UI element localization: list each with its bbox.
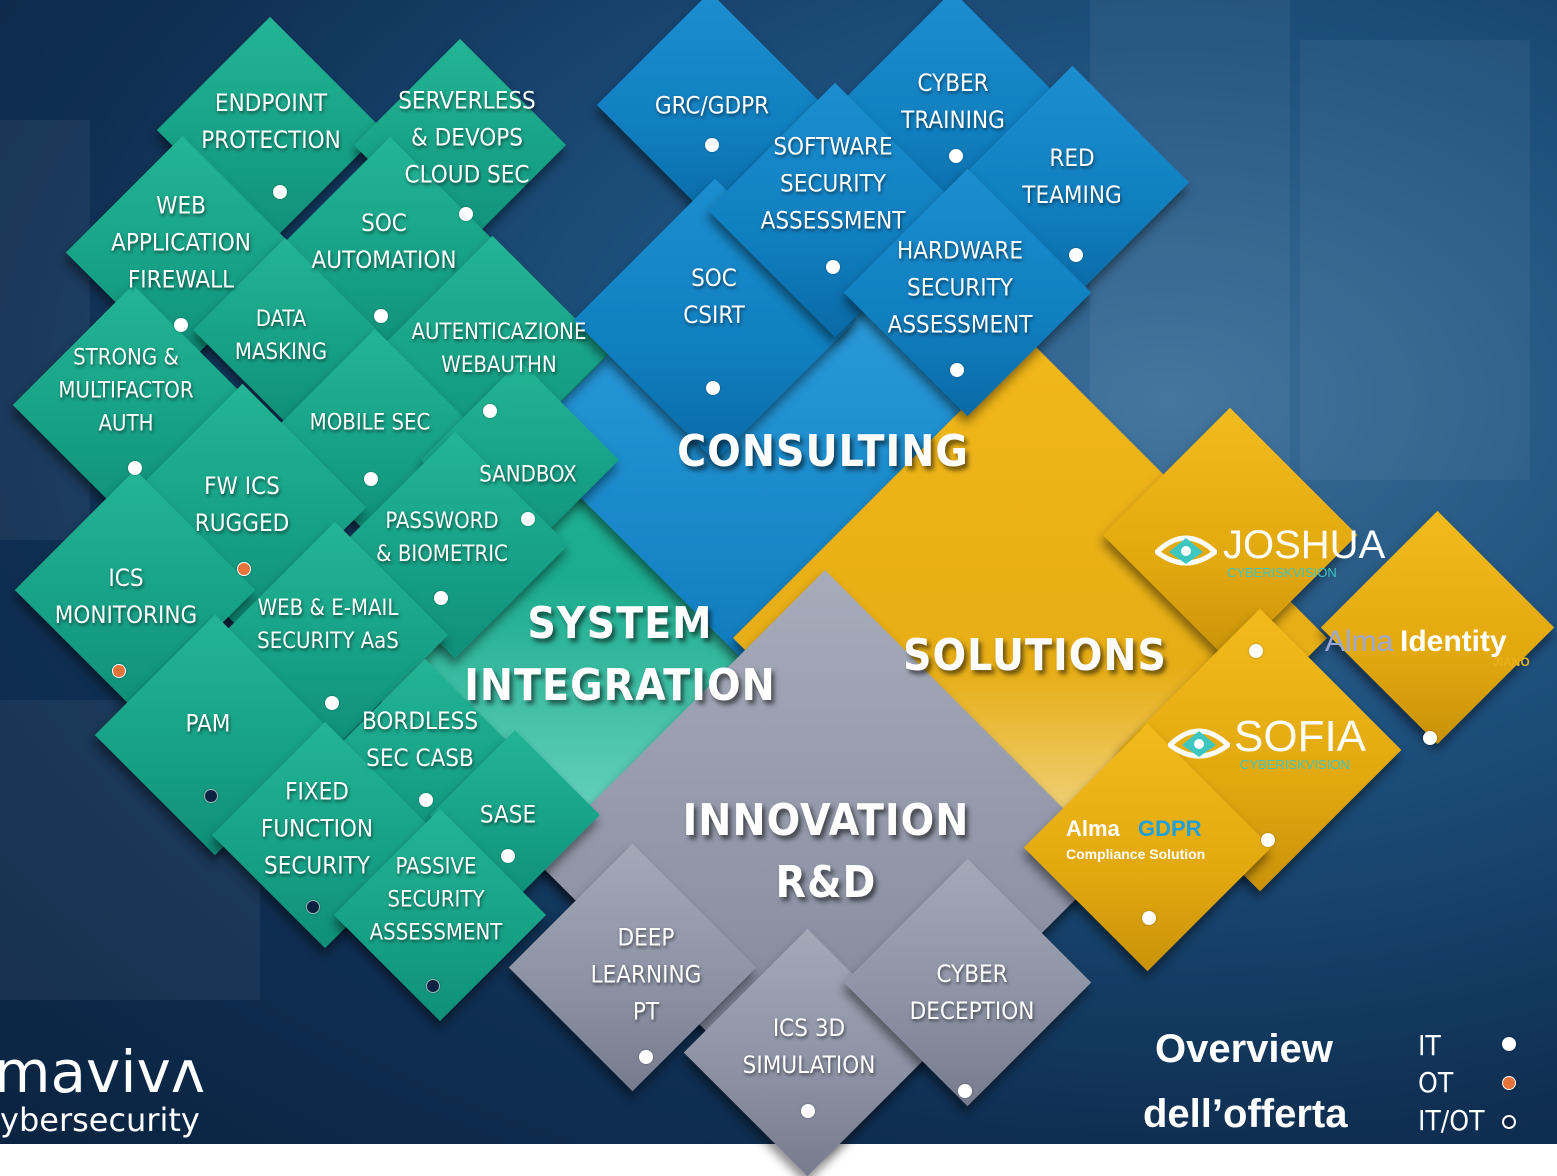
it-dot bbox=[801, 1104, 815, 1118]
pam-label: PAM bbox=[185, 709, 231, 738]
it-dot bbox=[639, 1050, 653, 1064]
itot-dot bbox=[306, 900, 320, 914]
sase-label: SASE bbox=[479, 800, 537, 829]
it-dot bbox=[174, 318, 188, 332]
ot-dot bbox=[237, 562, 251, 576]
sofia-sub: CYBERISKVISION bbox=[1240, 757, 1350, 772]
legend-dot-ot bbox=[1502, 1076, 1516, 1090]
almaidentity-logo[interactable]: Alma Identity JIANO bbox=[1325, 625, 1535, 675]
it-dot bbox=[364, 472, 378, 486]
endpoint-label: ENDPOINT PROTECTION bbox=[201, 89, 341, 154]
itot-dot bbox=[204, 789, 218, 803]
it-dot bbox=[826, 260, 840, 274]
soc-automation-label: SOC AUTOMATION bbox=[311, 209, 457, 274]
sofia-name: SOFIA bbox=[1234, 712, 1367, 761]
bg-server-rack bbox=[1300, 40, 1530, 480]
it-dot bbox=[374, 309, 388, 323]
ot-dot bbox=[112, 664, 126, 678]
bg-monitor bbox=[0, 120, 90, 540]
deep-learning-label: DEEP LEARNING PT bbox=[590, 923, 702, 1026]
bordless-label: BORDLESS SEC CASB bbox=[361, 707, 479, 772]
serverless-label: SERVERLESS & DEVOPS CLOUD SEC bbox=[398, 86, 536, 189]
soc-csirt-label: SOC CSIRT bbox=[683, 264, 745, 329]
almaidentity-sub: JIANO bbox=[1493, 655, 1530, 669]
innovation-label: INNOVATION R&D bbox=[682, 795, 970, 908]
it-dot bbox=[958, 1084, 972, 1098]
it-dot bbox=[1249, 644, 1263, 658]
mobile-sec-label: MOBILE SEC bbox=[309, 410, 431, 436]
password-label: PASSWORD & BIOMETRIC bbox=[376, 509, 508, 567]
joshua-sub: CYBERISKVISION bbox=[1227, 565, 1337, 580]
solutions-label: SOLUTIONS bbox=[903, 630, 1167, 681]
cyber-deception-label: CYBER DECEPTION bbox=[909, 960, 1035, 1025]
red-teaming-label: RED TEAMING bbox=[1022, 144, 1122, 209]
sandbox-label: SANDBOX bbox=[479, 462, 577, 488]
it-dot bbox=[1423, 731, 1437, 745]
company-logo: mavivʌ ybersecurity bbox=[0, 1040, 290, 1144]
hardware-security-label: HARDWARE SECURITY ASSESSMENT bbox=[887, 236, 1033, 339]
it-dot bbox=[419, 793, 433, 807]
waf-label: WEB APPLICATION FIREWALL bbox=[111, 191, 251, 294]
web-email-label: WEB & E-MAIL SECURITY AaS bbox=[257, 596, 399, 654]
legend-dot-itot bbox=[1502, 1115, 1516, 1129]
fixed-function-label: FIXED FUNCTION SECURITY bbox=[260, 777, 374, 880]
alma-gdpr-sub: Compliance Solution bbox=[1066, 846, 1206, 862]
it-dot bbox=[1261, 833, 1275, 847]
it-dot bbox=[325, 696, 339, 710]
grc-label: GRC/GDPR bbox=[654, 91, 770, 120]
consulting-label: CONSULTING bbox=[677, 426, 969, 477]
ics3d-label: ICS 3D SIMULATION bbox=[742, 1014, 876, 1079]
it-dot bbox=[434, 591, 448, 605]
company-name: mavivʌ bbox=[0, 1038, 206, 1106]
almaidentity-a: Alma bbox=[1325, 625, 1394, 658]
legend-dot-it bbox=[1502, 1037, 1516, 1051]
itot-dot bbox=[426, 979, 440, 993]
almaidentity-b: Identity bbox=[1400, 625, 1507, 658]
it-dot bbox=[1069, 248, 1083, 262]
company-tagline: ybersecurity bbox=[0, 1101, 200, 1139]
passive-label: PASSIVE SECURITY ASSESSMENT bbox=[369, 854, 503, 946]
it-dot bbox=[706, 381, 720, 395]
eye-icon bbox=[1168, 728, 1230, 759]
joshua-logo[interactable]: JOSHUA CYBERISKVISION bbox=[1155, 525, 1385, 580]
sofia-logo[interactable]: SOFIA CYBERISKVISION bbox=[1168, 715, 1378, 775]
fw-ics-label: FW ICS RUGGED bbox=[194, 472, 290, 537]
system-integration-label: SYSTEM INTEGRATION bbox=[464, 598, 776, 711]
it-dot bbox=[483, 404, 497, 418]
it-dot bbox=[521, 512, 535, 526]
legend-label-itot: IT/OT bbox=[1418, 1104, 1485, 1137]
it-dot bbox=[949, 149, 963, 163]
title-line2: dell’offerta bbox=[1143, 1092, 1348, 1136]
software-security-label: SOFTWARE SECURITY ASSESSMENT bbox=[760, 132, 906, 235]
eye-icon bbox=[1155, 535, 1217, 566]
it-dot bbox=[950, 363, 964, 377]
cyber-training-label: CYBER TRAINING bbox=[901, 69, 1005, 134]
strong-auth-label: STRONG & MULTIFACTOR AUTH bbox=[58, 345, 194, 437]
it-dot bbox=[1142, 911, 1156, 925]
it-dot bbox=[273, 185, 287, 199]
legend-label-ot: OT bbox=[1418, 1066, 1454, 1099]
it-dot bbox=[128, 461, 142, 475]
alma-gdpr-a: Alma bbox=[1066, 816, 1120, 841]
it-dot bbox=[459, 207, 473, 221]
joshua-name: JOSHUA bbox=[1223, 523, 1386, 567]
ics-monitoring-label: ICS MONITORING bbox=[54, 564, 198, 629]
legend-label-it: IT bbox=[1418, 1029, 1441, 1062]
it-dot bbox=[705, 138, 719, 152]
data-masking-label: DATA MASKING bbox=[234, 307, 328, 365]
alma-gdpr-b: GDPR bbox=[1138, 816, 1202, 841]
title-line1: Overview bbox=[1155, 1027, 1333, 1071]
alma-gdpr-logo[interactable]: Alma GDPR Compliance Solution bbox=[1066, 816, 1246, 866]
it-dot bbox=[501, 849, 515, 863]
webauthn-label: AUTENTICAZIONE WEBAUTHN bbox=[411, 320, 587, 378]
